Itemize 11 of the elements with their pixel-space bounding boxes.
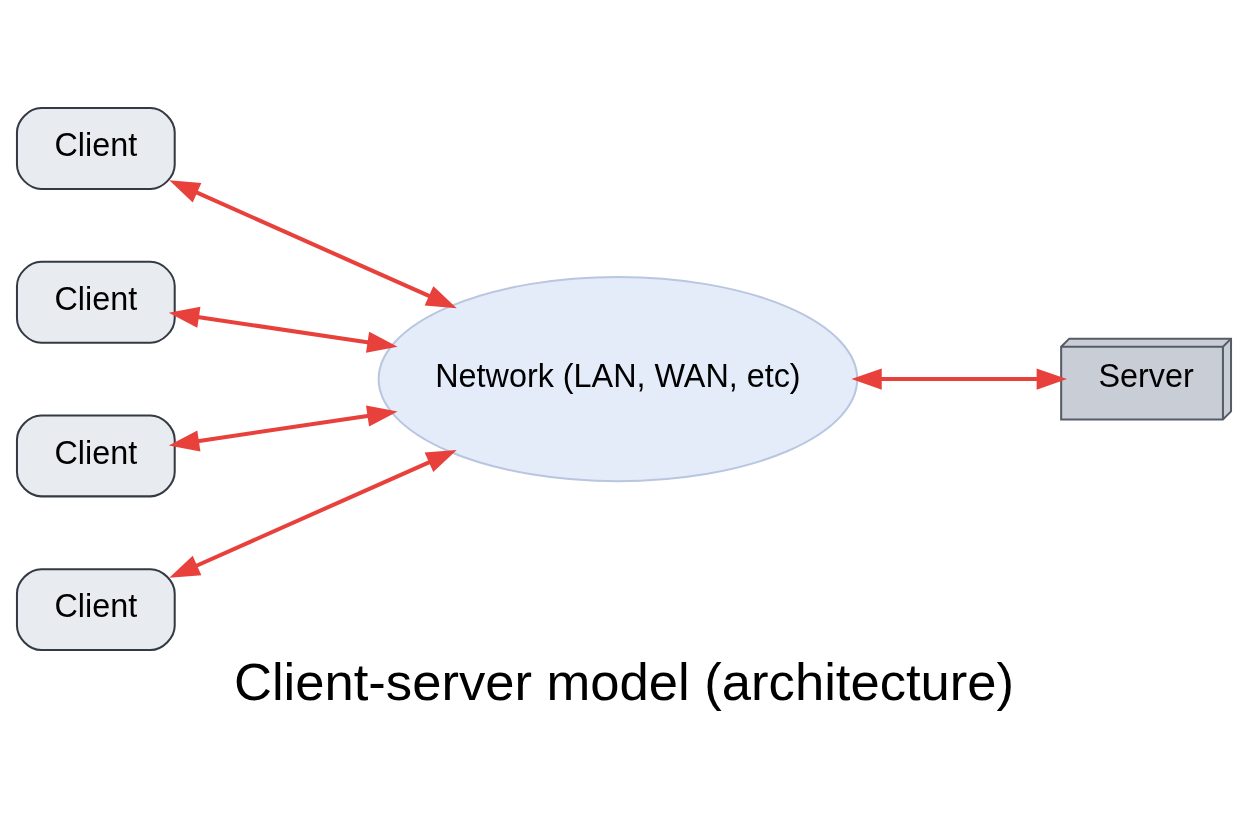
node-box: Client <box>15 414 176 497</box>
arrow <box>169 449 457 578</box>
node-box: Client <box>15 260 176 344</box>
node-box: Client <box>15 567 176 651</box>
node-box: Client <box>15 106 176 190</box>
diagram-title: Client-server model (architecture) <box>233 651 1015 711</box>
arrow <box>168 404 398 451</box>
arrow <box>169 179 457 308</box>
node-ellipse: Network (LAN, WAN, etc) <box>377 275 859 482</box>
arrow <box>168 306 398 353</box>
arrow <box>851 367 1068 390</box>
